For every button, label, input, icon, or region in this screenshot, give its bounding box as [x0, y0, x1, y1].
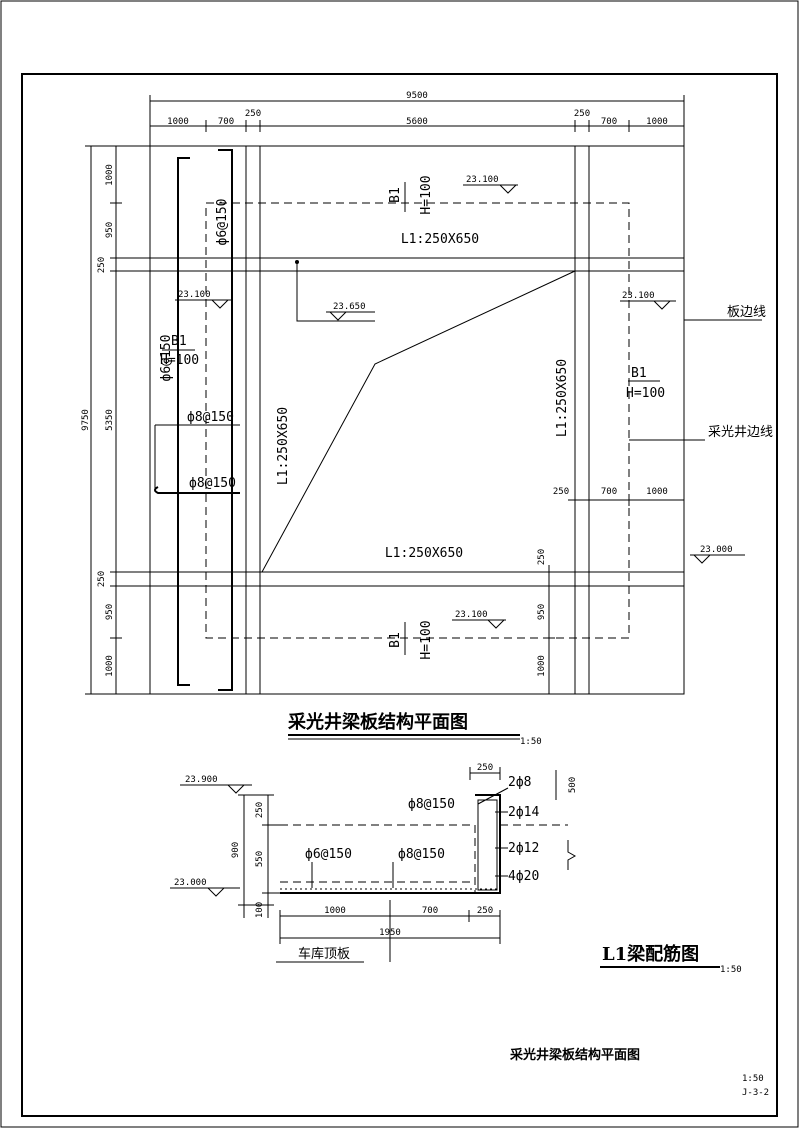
dim-left-total: 9750: [81, 409, 91, 431]
rebar-label: ф6@150: [305, 847, 352, 862]
right-rebar-bracket: [218, 149, 233, 691]
rebar-label: 2ф14: [508, 805, 539, 820]
dim-horiz: 1000: [324, 906, 346, 916]
slab-label: B1: [171, 334, 187, 349]
plan-title: 采光井梁板结构平面图: [287, 711, 468, 733]
level-label: 23.650: [333, 302, 366, 312]
dim-top: 1000: [167, 117, 189, 127]
level-marker: [175, 299, 232, 309]
beam-label-right: L1:250X650: [555, 359, 570, 437]
rebar-bar2: [154, 486, 240, 494]
dim-inner: 1000: [646, 487, 668, 497]
footer-title: 采光井梁板结构平面图: [509, 1047, 640, 1063]
dim-top: 700: [601, 117, 617, 127]
rebar-label: ф8@150: [398, 847, 445, 862]
well-edge-dashed: [205, 202, 630, 639]
leader-dot: [295, 260, 299, 264]
beam-section: 23.900 23.000 250 550 100 900 250 500 10…: [170, 763, 742, 975]
leader-center: [296, 262, 375, 322]
note-slab-edge: 板边线: [727, 305, 766, 320]
dim-left: 1000: [105, 655, 115, 677]
rebar-label: 2ф8: [508, 775, 531, 790]
dim-vert: 550: [255, 851, 265, 867]
level-marker: [463, 184, 518, 194]
level-marker: [690, 554, 745, 564]
level-marker: [620, 300, 676, 310]
roof-label: 车库顶板: [298, 946, 350, 962]
dim-top: 1000: [646, 117, 668, 127]
rebar-label: ф8@150: [187, 410, 234, 425]
level-label: 23.900: [185, 775, 218, 785]
dim-top: 5600: [406, 117, 428, 127]
level-label: 23.000: [174, 878, 207, 888]
inner-border: [21, 73, 778, 1117]
slab-label: B1: [631, 366, 647, 381]
dim-vert: 100: [255, 902, 265, 918]
rebar-label: ф8@150: [408, 797, 455, 812]
level-marker: [180, 784, 252, 794]
stirrup: [477, 799, 498, 891]
level-label: 23.100: [466, 175, 499, 185]
dim-left: 250: [97, 571, 107, 587]
dim-horiz-total: 1950: [379, 928, 401, 938]
break-mark: [567, 840, 577, 870]
dim-top: 250: [245, 109, 261, 119]
slab-thickness: H=100: [160, 353, 199, 368]
plan-scale: 1:50: [520, 737, 542, 747]
level-marker: [326, 311, 375, 321]
level-marker: [170, 887, 240, 897]
dim-left: 1000: [105, 164, 115, 186]
left-rebar-bracket: [177, 157, 190, 686]
level-label: 23.100: [622, 291, 655, 301]
footer-scale: 1:50: [742, 1074, 764, 1084]
leader: [477, 787, 509, 805]
section-scale: 1:50: [720, 965, 742, 975]
slab-label: B1: [388, 632, 403, 648]
slab-thickness: H=100: [419, 175, 434, 214]
section-title: L1梁配筋图: [602, 943, 699, 965]
note-well-edge: 采光井边线: [708, 425, 773, 440]
dim-horiz: 250: [477, 906, 493, 916]
slab-thickness: H=100: [626, 386, 665, 401]
rebar-label: 2ф12: [508, 841, 539, 856]
level-label: 23.000: [700, 545, 733, 555]
rebar-label: ф8@150: [189, 476, 236, 491]
slab-label: B1: [388, 187, 403, 203]
level-marker: [452, 619, 506, 629]
footer-sheet: J-3-2: [742, 1088, 769, 1098]
dim-inner: 250: [537, 549, 547, 565]
rebar-label: ф6@150: [215, 199, 230, 246]
dim-inner: 700: [601, 487, 617, 497]
dim-left: 5350: [105, 409, 115, 431]
dim-beam-width: 250: [477, 763, 493, 773]
beam-label-top: L1:250X650: [401, 232, 479, 247]
beam-label-bottom: L1:250X650: [385, 546, 463, 561]
level-label: 23.100: [455, 610, 488, 620]
dim-left: 250: [97, 257, 107, 273]
dim-vert-total: 900: [231, 842, 241, 858]
dim-vert: 250: [255, 802, 265, 818]
rebar-label: 4ф20: [508, 869, 539, 884]
dim-top: 700: [218, 117, 234, 127]
beam-outline: [475, 794, 501, 894]
dim-horiz: 700: [422, 906, 438, 916]
slope-line: [261, 270, 576, 573]
dim-inner: 250: [553, 487, 569, 497]
rebar-label: ф6@150: [159, 335, 174, 382]
dim-beam-height: 500: [568, 777, 578, 793]
dim-left: 950: [105, 604, 115, 620]
rebar-bar1: [154, 424, 240, 492]
slab-outline: [149, 145, 685, 695]
level-label: 23.100: [178, 290, 211, 300]
plan-view: 9500 1000 700 250 5600 250 700 1000 9750…: [81, 91, 773, 747]
dim-left: 950: [105, 222, 115, 238]
dim-top: 250: [574, 109, 590, 119]
dim-overall: 9500: [406, 91, 428, 101]
dim-inner: 950: [537, 604, 547, 620]
dim-inner: 1000: [537, 655, 547, 677]
beam-label-left: L1:250X650: [276, 407, 291, 485]
slab-thickness: H=100: [419, 620, 434, 659]
